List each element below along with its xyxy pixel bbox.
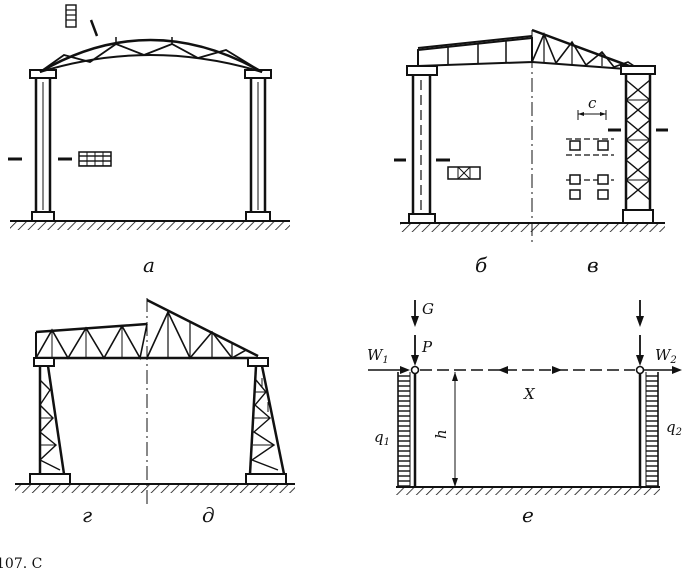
- label-G: G: [422, 300, 434, 318]
- panel-bv-sloped-frame: c б в: [394, 28, 668, 277]
- label-P: P: [421, 338, 433, 356]
- flat-truss-g: [35, 322, 148, 361]
- panel-gd-tapered-frame: г д: [15, 298, 295, 527]
- figure-footer: 107. С: [0, 556, 42, 570]
- label-q2: q2: [666, 418, 682, 438]
- label-c: c: [588, 94, 597, 112]
- load-right-arrow: [636, 300, 644, 366]
- tapered-column-d: [245, 365, 287, 485]
- caption-d: д: [202, 503, 215, 527]
- label-W1: W1: [367, 346, 389, 366]
- label-X: X: [523, 385, 536, 403]
- wind-load-q1: [397, 372, 411, 487]
- section-marker-b: [394, 158, 481, 180]
- sloped-truss-d: [146, 298, 259, 360]
- caption-e: е: [522, 503, 534, 527]
- wind-force-W2: [644, 366, 682, 374]
- right-column: [244, 69, 272, 222]
- redundant-force-X: [420, 366, 635, 374]
- panel-a-arched-frame: а: [8, 4, 290, 277]
- wind-load-q2: [645, 372, 659, 487]
- lattice-column-v: [620, 65, 656, 224]
- caption-b: б: [475, 253, 488, 277]
- section-symbol-roof: [65, 4, 99, 37]
- label-h: h: [432, 429, 450, 439]
- tapered-column-g: [29, 365, 71, 485]
- caption-g: г: [82, 503, 92, 527]
- ground-hatch: [15, 484, 295, 493]
- hinge-right: [635, 365, 645, 375]
- ground-hatch: [396, 487, 660, 495]
- section-marker-column: [8, 151, 112, 167]
- lattice-section-detail: c: [566, 94, 614, 200]
- arched-truss: [39, 37, 263, 74]
- left-column: [29, 69, 57, 222]
- label-W2: W2: [655, 346, 677, 366]
- height-dimension-h: [452, 372, 458, 487]
- wind-force-W1: [368, 366, 410, 374]
- hinge-left: [410, 365, 420, 375]
- ground-hatch: [10, 221, 290, 230]
- sloped-truss-v: [531, 28, 641, 72]
- flat-truss-b: [417, 35, 533, 68]
- label-q1: q1: [374, 428, 390, 448]
- load-G-arrow: [411, 300, 419, 366]
- left-column-b: [406, 65, 438, 224]
- caption-v: в: [587, 253, 599, 277]
- panel-e-design-scheme: G P W1 W2 X h q1 q2 е: [367, 300, 682, 527]
- caption-a: а: [143, 253, 155, 277]
